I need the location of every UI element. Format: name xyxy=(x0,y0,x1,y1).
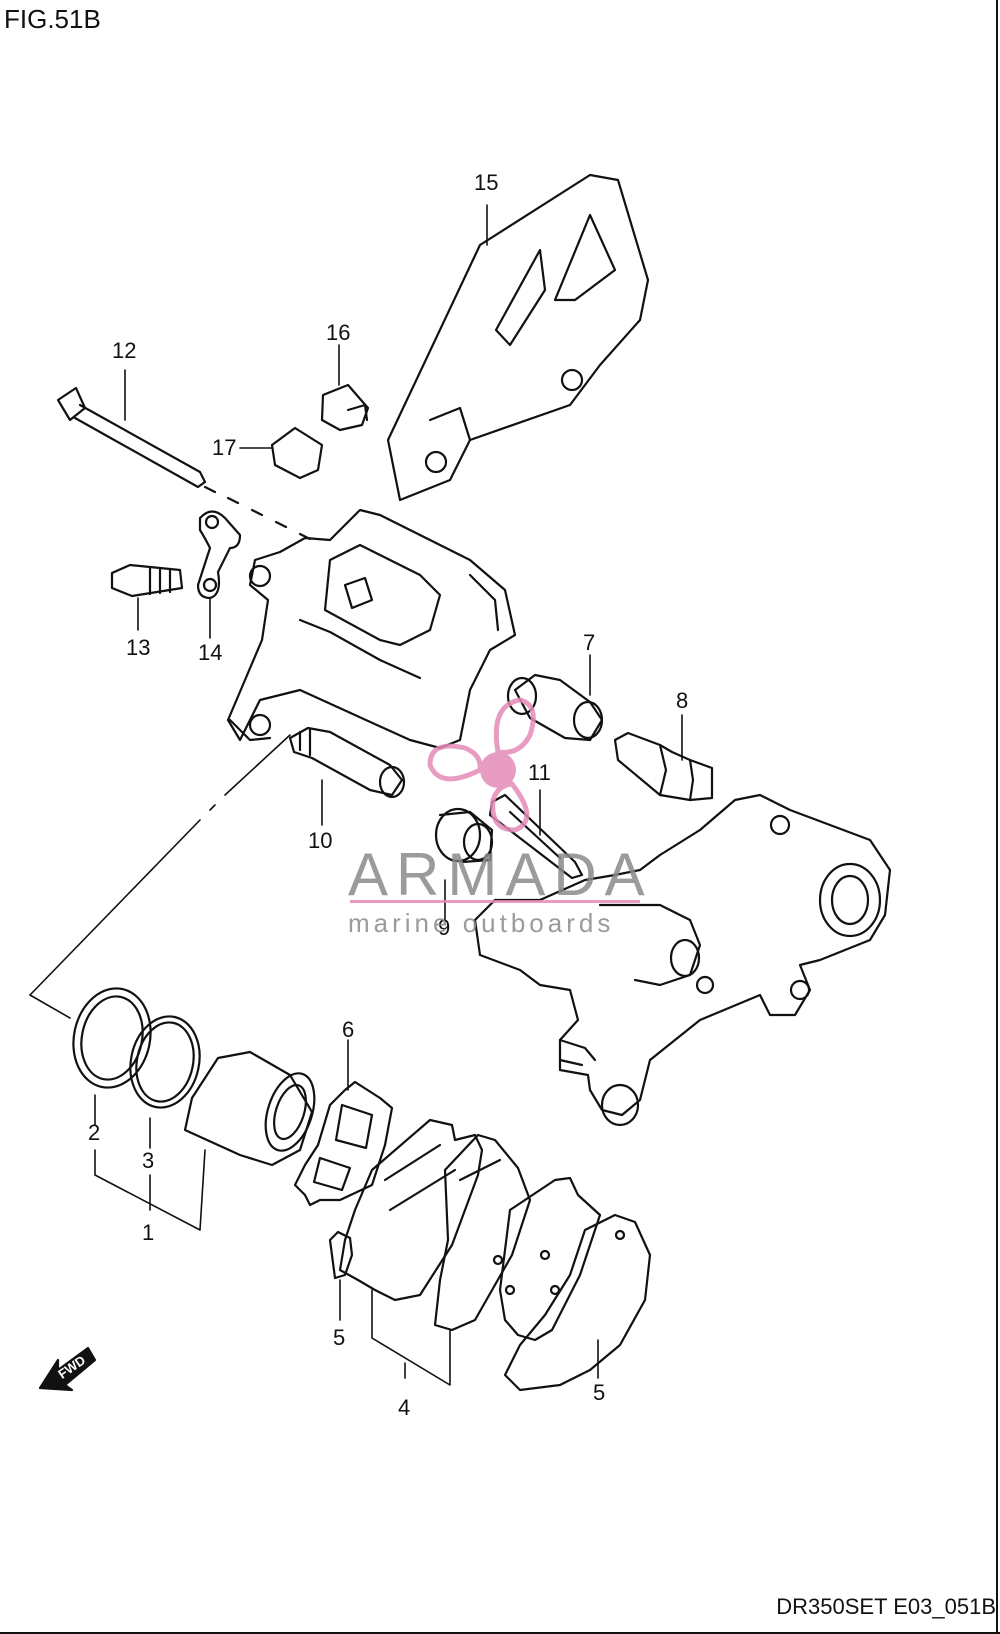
callout-5-left: 5 xyxy=(333,1325,345,1350)
part-9-boot xyxy=(434,807,494,864)
piston xyxy=(183,1050,316,1167)
part-4-pad-rear xyxy=(433,1133,532,1332)
part-8-pin-bolt xyxy=(613,731,714,802)
part-4-pad-front xyxy=(338,1118,484,1302)
callout-17: 17 xyxy=(212,435,236,460)
callout-14: 14 xyxy=(198,640,222,665)
frame-right xyxy=(996,0,998,1634)
watermark-brand: ARMADA xyxy=(348,841,653,908)
callout-7: 7 xyxy=(583,630,595,655)
part-11-clip xyxy=(488,793,584,880)
callout-12: 12 xyxy=(112,338,136,363)
watermark-rule xyxy=(350,900,640,903)
part-7-bush xyxy=(506,673,604,742)
callout-9: 9 xyxy=(438,915,450,940)
part-5-shim-left xyxy=(328,1230,354,1280)
caliper-bracket xyxy=(473,793,892,1127)
part-3-seal xyxy=(129,1015,201,1109)
callout-8: 8 xyxy=(676,688,688,713)
callout-13: 13 xyxy=(126,635,150,660)
callout-1: 1 xyxy=(142,1220,154,1245)
figure-code: DR350SET E03_051B xyxy=(776,1594,996,1619)
part-17-cap xyxy=(270,426,324,480)
part-10-slide-pin xyxy=(288,726,406,799)
caliper-body xyxy=(226,508,517,750)
part-12-pin xyxy=(56,386,207,489)
callout-6: 6 xyxy=(342,1017,354,1042)
frame-bottom xyxy=(0,1632,1000,1634)
callout-2: 2 xyxy=(88,1120,100,1145)
callout-4: 4 xyxy=(398,1395,410,1420)
part-13-bleeder xyxy=(110,563,184,598)
figure-title: FIG.51B xyxy=(4,4,101,34)
callout-5-right: 5 xyxy=(593,1380,605,1405)
watermark-tagline: marine outboards xyxy=(348,908,614,938)
part-14-link xyxy=(196,510,242,600)
part-6-shim xyxy=(293,1080,394,1207)
callout-3: 3 xyxy=(142,1148,154,1173)
watermark: ARMADA marine outboards xyxy=(348,697,653,938)
callout-11: 11 xyxy=(528,760,551,785)
callout-16: 16 xyxy=(326,320,350,345)
fwd-arrow-icon xyxy=(38,1346,97,1392)
leader-lines xyxy=(29,204,683,1386)
part-15-bracket xyxy=(386,173,650,502)
propeller-logo-icon xyxy=(427,697,536,833)
callout-numbers: 1 2 3 4 5 5 6 7 8 9 10 11 12 13 14 15 16… xyxy=(88,170,688,1420)
part-4-pad-back xyxy=(498,1176,602,1342)
callout-15: 15 xyxy=(474,170,498,195)
part-5-shim-right xyxy=(503,1213,652,1392)
leader-dash-12 xyxy=(203,485,312,541)
part-16-bolt xyxy=(320,383,370,432)
callout-10: 10 xyxy=(308,828,332,853)
